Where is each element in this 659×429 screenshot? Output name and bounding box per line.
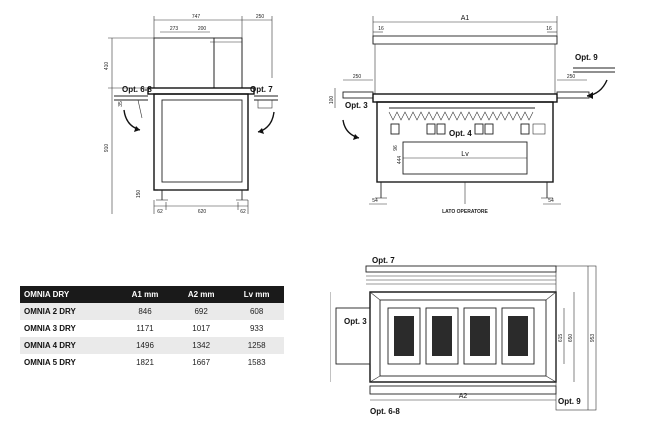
- side-dim-bottom-left: 62: [157, 209, 163, 215]
- arrowhead-icon: [353, 134, 359, 140]
- table-row: OMNIA 3 DRY 1171 1017 933: [20, 320, 284, 337]
- arrowhead-icon: [587, 92, 593, 99]
- side-dim-top-a: 273: [170, 26, 179, 32]
- table-cell: 846: [116, 303, 174, 320]
- table-cell: 1667: [173, 354, 230, 371]
- front-dim-left-small: 16: [378, 26, 384, 32]
- top-opt-bottom-left-label: Opt. 6-8: [370, 407, 400, 416]
- side-dim-left-upper: 410: [104, 62, 110, 71]
- table-cell: 1583: [229, 354, 284, 371]
- front-view-drawing: A1 16 16 250 250 100 Lv 96 444 54 54: [329, 15, 615, 215]
- front-dim-side: 100: [329, 96, 335, 105]
- table-cell: 1258: [229, 337, 284, 354]
- front-dim-inner-a: 96: [393, 145, 399, 151]
- side-dim-left-lower: 910: [104, 144, 110, 153]
- rotate-arrow-icon: [123, 109, 141, 131]
- front-opt-right-label: Opt. 9: [575, 53, 598, 62]
- table-row: OMNIA 2 DRY 846 692 608: [20, 303, 284, 320]
- top-opt-left-label: Opt. 3: [344, 317, 367, 326]
- well-array: [388, 107, 535, 135]
- front-dim-foot-left: 54: [372, 198, 378, 204]
- top-dim-right-b: 650: [568, 334, 574, 343]
- table-cell: OMNIA 3 DRY: [20, 320, 117, 337]
- top-dim-right-c: 953: [590, 334, 596, 343]
- side-dim-bottom-mid: 620: [198, 209, 207, 215]
- spec-table: OMNIA DRY A1 mm A2 mm Lv mm OMNIA 2 DRY …: [20, 286, 284, 371]
- table-cell: 1496: [116, 337, 174, 354]
- front-dim-shelf-left: 250: [353, 74, 362, 80]
- rotate-arrow-icon: [342, 119, 360, 139]
- front-caption: LATO OPERATORE: [442, 209, 488, 215]
- top-opt-bottom-right-label: Opt. 9: [558, 397, 581, 406]
- top-dim-right-a: 615: [558, 334, 564, 343]
- arrowhead-icon: [258, 128, 264, 134]
- spec-header-cell: Lv mm: [229, 286, 284, 303]
- top-view-drawing: Opt. 7 Opt. 3 740 A2 Opt. 6-8 Opt. 9 615…: [330, 256, 597, 416]
- table-row: OMNIA 4 DRY 1496 1342 1258: [20, 337, 284, 354]
- side-dim-top-right: 250: [256, 14, 265, 20]
- top-opt-top-label: Opt. 7: [372, 256, 395, 265]
- front-dim-a1: A1: [461, 15, 470, 22]
- rotate-arrow-icon: [586, 79, 608, 97]
- table-cell: 692: [173, 303, 230, 320]
- table-cell: 1171: [116, 320, 174, 337]
- side-dim-bottom-right: 62: [240, 209, 246, 215]
- spec-header-cell: A2 mm: [173, 286, 230, 303]
- table-cell: 608: [229, 303, 284, 320]
- table-cell: OMNIA 2 DRY: [20, 303, 117, 320]
- side-opt-left-label: Opt. 6-8: [122, 85, 152, 94]
- table-cell: OMNIA 4 DRY: [20, 337, 117, 354]
- front-dim-right-small: 16: [546, 26, 552, 32]
- spec-table-header: OMNIA DRY A1 mm A2 mm Lv mm: [20, 286, 284, 303]
- table-cell: 1342: [173, 337, 230, 354]
- side-opt-right-label: Opt. 7: [250, 85, 273, 94]
- spec-header-cell: A1 mm: [116, 286, 174, 303]
- spec-header-cell: OMNIA DRY: [20, 286, 117, 303]
- side-dim-top-b: 200: [198, 26, 207, 32]
- table-row: OMNIA 5 DRY 1821 1667 1583: [20, 354, 284, 371]
- front-opt-center-label: Opt. 4: [449, 129, 472, 138]
- rotate-arrow-icon: [257, 111, 275, 133]
- side-view-drawing: 747 250 273 200 410 910 35 150 62 620 62…: [104, 14, 278, 215]
- table-cell: 1017: [173, 320, 230, 337]
- front-opt-left-label: Opt. 3: [345, 101, 368, 110]
- front-dim-lv: Lv: [461, 151, 469, 158]
- table-cell: OMNIA 5 DRY: [20, 354, 117, 371]
- arrowhead-icon: [134, 126, 140, 132]
- table-cell: 1821: [116, 354, 174, 371]
- table-cell: 933: [229, 320, 284, 337]
- side-dim-foot: 150: [136, 190, 142, 199]
- front-dim-inner-b: 444: [397, 156, 403, 165]
- side-dim-shelf: 35: [118, 101, 124, 107]
- front-dim-foot-right: 54: [548, 198, 554, 204]
- top-dim-a2: A2: [459, 393, 468, 400]
- well-array: [387, 307, 535, 365]
- side-dim-top-total: 747: [192, 14, 201, 20]
- front-dim-shelf-right: 250: [567, 74, 576, 80]
